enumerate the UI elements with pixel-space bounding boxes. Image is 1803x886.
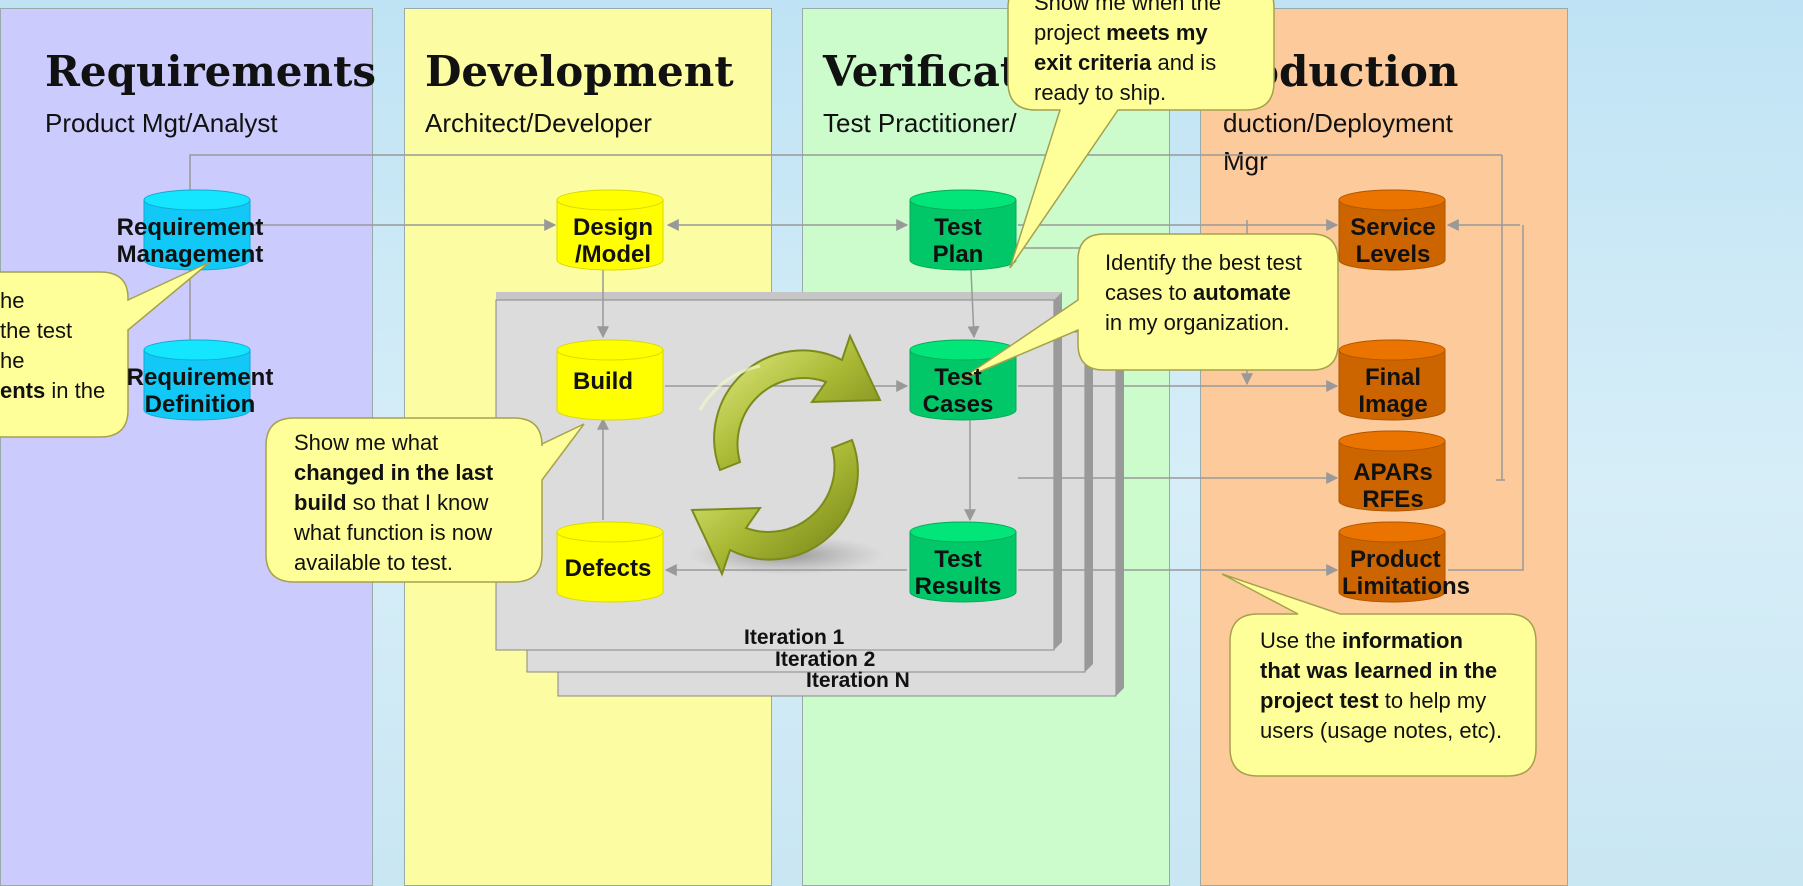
callout-info-shape [1221, 573, 1537, 777]
column-title-development: Development [425, 47, 734, 96]
iteration-2-label: Iteration 2 [775, 648, 876, 671]
database-defects-icon [556, 521, 664, 603]
callout-bubbles [0, 0, 1537, 777]
iteration-1-label: Iteration 1 [744, 626, 845, 649]
db-label-build: Build [573, 368, 633, 395]
callout-changed-shape [265, 417, 585, 583]
callout-exit-criteria-text: Show me when the project meets my exit c… [1034, 0, 1222, 105]
column-title-verification: Verificati [823, 47, 1036, 96]
database-layer [143, 189, 1446, 603]
database-design-icon [556, 189, 664, 271]
database-req-mgmt-icon [143, 189, 251, 271]
callout-changed-build-text: Show me what changed in the last build s… [294, 430, 494, 575]
database-apars-icon [1338, 430, 1446, 512]
refresh-cycle-icon [688, 333, 884, 577]
database-product-limitations-icon [1338, 521, 1446, 603]
column-subtitle-requirements: Product Mgt/Analyst [45, 108, 278, 138]
column-title-production: oduction [1251, 47, 1459, 96]
database-final-image-icon [1338, 339, 1446, 421]
callout-exit-shape [1007, 0, 1275, 269]
column-title-requirements: Requirements [45, 47, 377, 96]
iteration-n-label: Iteration N [806, 669, 910, 692]
database-service-levels-icon [1338, 189, 1446, 271]
callout-automate-text: Identify the best test cases to automate… [1105, 250, 1302, 335]
database-req-def-icon [143, 339, 251, 421]
database-test-results-icon [909, 521, 1017, 603]
connectors [184, 154, 1524, 576]
callout-left-shape [0, 261, 211, 438]
column-subtitle-development: Architect/Developer [425, 108, 652, 138]
column-subtitle-verification: Test Practitioner/ [823, 108, 1017, 138]
callout-automate-shape [959, 233, 1339, 381]
database-test-plan-icon [909, 189, 1017, 271]
db-label-design-model: Design/Model [572, 214, 653, 268]
db-label-defects: Defects [564, 555, 652, 582]
callout-information-text: Use the information that was learned in … [1260, 628, 1503, 743]
database-build-icon [556, 339, 664, 421]
callout-left-text: he the test he ents in the [0, 288, 106, 403]
